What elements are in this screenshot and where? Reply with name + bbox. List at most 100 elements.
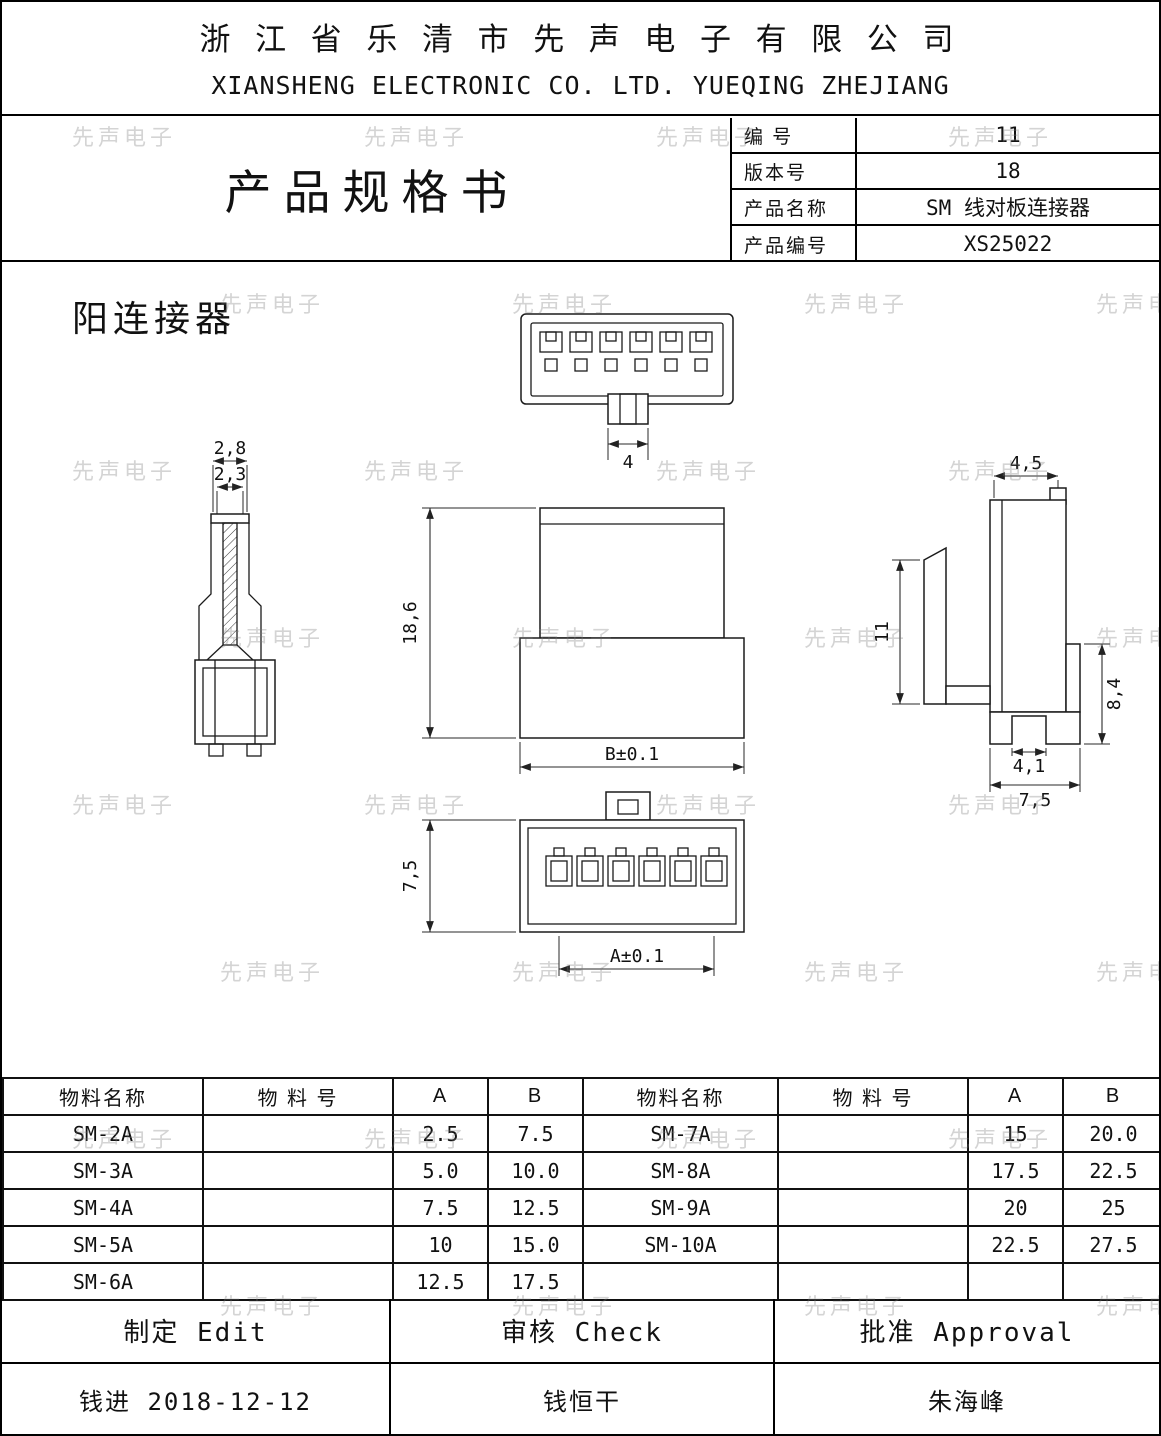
- field-value: SM 线对板连接器: [926, 196, 1090, 220]
- field-row-version: 版本号 18: [732, 154, 1159, 190]
- spec-cell: SM-9A: [582, 1188, 779, 1227]
- spec-cell: [202, 1188, 394, 1227]
- spec-cell: SM-6A: [2, 1262, 204, 1301]
- spec-col-header: 物 料 号: [202, 1077, 394, 1116]
- spec-cell: 12.5: [487, 1188, 584, 1227]
- approval-name-cell: 朱海峰: [928, 1387, 1006, 1416]
- dim-cavity-span: A±0.1: [610, 946, 664, 967]
- spec-cell: SM-5A: [2, 1225, 204, 1264]
- spec-cell: SM-4A: [2, 1188, 204, 1227]
- dim-front-height: 7,5: [400, 860, 421, 893]
- signoff-names-row: 钱进 2018-12-12 钱恒干 朱海峰: [2, 1364, 1159, 1434]
- spec-cell: [777, 1225, 969, 1264]
- field-row-product-name: 产品名称 SM 线对板连接器: [732, 190, 1159, 226]
- field-label: 版本号: [732, 154, 857, 188]
- spec-cell: [777, 1151, 969, 1190]
- spec-cell: [777, 1114, 969, 1153]
- title-block: 产品规格书 编 号 11 版本号 18 产品名称 SM 线对板连接器 产品编号 …: [2, 118, 1159, 262]
- company-header: 浙 江 省 乐 清 市 先 声 电 子 有 限 公 司 XIANSHENG EL…: [2, 2, 1159, 116]
- dim-side-height: 11: [872, 621, 893, 643]
- dim-side-top-width: 4,5: [1010, 453, 1043, 474]
- spec-cell: 7.5: [487, 1114, 584, 1153]
- top-view-drawing: 4: [520, 313, 734, 473]
- dim-side-bottom-width: 7,5: [1019, 790, 1052, 811]
- bottom-view-drawing: 7,5 A±0.1: [400, 791, 745, 976]
- spec-col-header: 物料名称: [582, 1077, 779, 1116]
- front-view-drawing: 18,6 B±0.1: [400, 507, 745, 774]
- spec-col-header: A: [967, 1077, 1064, 1116]
- spec-cell: SM-8A: [582, 1151, 779, 1190]
- spec-cell: 22.5: [1062, 1151, 1159, 1190]
- spec-col-header: B: [1062, 1077, 1159, 1116]
- spec-cell: 10.0: [487, 1151, 584, 1190]
- spec-cell: 17.5: [967, 1151, 1064, 1190]
- dim-pin-outer: 2,8: [214, 438, 247, 459]
- spec-cell: [777, 1262, 969, 1301]
- spec-cell: SM-3A: [2, 1151, 204, 1190]
- spec-cell: [967, 1262, 1064, 1301]
- spec-col-header: 物 料 号: [777, 1077, 969, 1116]
- company-name-en: XIANSHENG ELECTRONIC CO. LTD. YUEQING ZH…: [211, 71, 950, 100]
- signoff-roles-row: 制定 Edit 审核 Check 批准 Approval: [2, 1299, 1159, 1364]
- dim-side-notch-width: 4,1: [1013, 756, 1046, 777]
- document-title: 产品规格书: [224, 166, 520, 219]
- spec-cell: [202, 1151, 394, 1190]
- field-label: 产品名称: [732, 190, 857, 224]
- spec-col-header: A: [392, 1077, 489, 1116]
- spec-cell: 7.5: [392, 1188, 489, 1227]
- check-role-cell: 审核 Check: [391, 1299, 775, 1362]
- title-fields-table: 编 号 11 版本号 18 产品名称 SM 线对板连接器 产品编号 XS2502…: [730, 118, 1159, 262]
- technical-drawing: 4 2,8 2,3: [194, 313, 1125, 976]
- dim-side-right-height: 8,4: [1104, 678, 1125, 711]
- spec-cell: 10: [392, 1225, 489, 1264]
- side-view-drawing: 4,5 11: [872, 453, 1125, 811]
- spec-cell: 5.0: [392, 1151, 489, 1190]
- field-row-product-number: 产品编号 XS25022: [732, 226, 1159, 262]
- spec-cell: SM-7A: [582, 1114, 779, 1153]
- spec-cell: [202, 1225, 394, 1264]
- spec-cell: 12.5: [392, 1262, 489, 1301]
- spec-cell: 17.5: [487, 1262, 584, 1301]
- field-value: 11: [995, 123, 1021, 147]
- edit-name-cell: 钱进 2018-12-12: [2, 1364, 391, 1434]
- spec-cell: [582, 1262, 779, 1301]
- terminal-section-drawing: 2,8 2,3: [194, 438, 276, 757]
- field-label: 编 号: [732, 118, 857, 152]
- field-row-number: 编 号 11: [732, 118, 1159, 154]
- field-label: 产品编号: [732, 226, 857, 262]
- spec-cell: 22.5: [967, 1225, 1064, 1264]
- field-value: 18: [995, 159, 1021, 183]
- dim-pin-inner: 2,3: [214, 464, 247, 485]
- dim-latch-width: 4: [623, 452, 634, 473]
- drawing-area: 阳连接器: [2, 262, 1159, 1077]
- spec-cell: SM-2A: [2, 1114, 204, 1153]
- spec-cell: [202, 1114, 394, 1153]
- check-name-cell: 钱恒干: [391, 1364, 775, 1434]
- spec-cell: [1062, 1262, 1159, 1301]
- spec-cell: 15: [967, 1114, 1064, 1153]
- spec-cell: 25: [1062, 1188, 1159, 1227]
- field-value: XS25022: [963, 232, 1053, 256]
- spec-cell: [202, 1262, 394, 1301]
- dim-body-height: 18,6: [400, 601, 421, 644]
- spec-cell: 27.5: [1062, 1225, 1159, 1264]
- spec-cell: 20: [967, 1188, 1064, 1227]
- edit-role-cell: 制定 Edit: [2, 1299, 391, 1362]
- spec-cell: 20.0: [1062, 1114, 1159, 1153]
- spec-cell: 15.0: [487, 1225, 584, 1264]
- spec-cell: [777, 1188, 969, 1227]
- company-name-cn: 浙 江 省 乐 清 市 先 声 电 子 有 限 公 司: [199, 22, 962, 57]
- spec-col-header: 物料名称: [2, 1077, 204, 1116]
- approval-role-cell: 批准 Approval: [859, 1318, 1075, 1348]
- dim-body-width: B±0.1: [605, 744, 659, 765]
- spec-col-header: B: [487, 1077, 584, 1116]
- male-connector-label: 阳连接器: [72, 298, 237, 339]
